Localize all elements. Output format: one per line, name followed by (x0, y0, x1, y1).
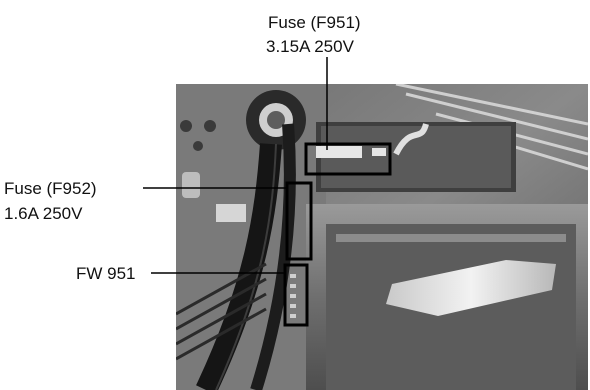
fuse-f951-rating: 3.15A 250V (266, 37, 354, 56)
fuse-f952-title: Fuse (F952) (4, 179, 97, 198)
power-supply-photo (176, 84, 588, 390)
fuse-f952-rating: 1.6A 250V (4, 204, 83, 223)
fuse-f951-highlight-box (304, 142, 392, 176)
fw-951-highlight-box (283, 263, 309, 327)
fuse-f951-title: Fuse (F951) (268, 13, 361, 32)
fw-951-label: FW 951 (76, 264, 136, 283)
fuse-f952-highlight-box (285, 181, 313, 261)
